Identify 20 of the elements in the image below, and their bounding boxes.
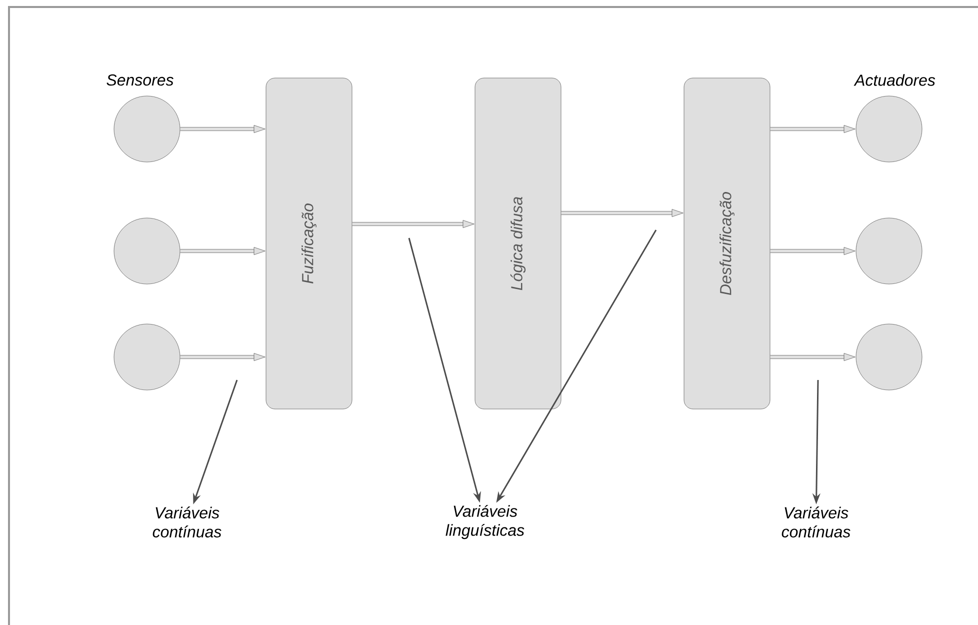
arrow [180, 353, 266, 361]
arrow [561, 209, 684, 217]
arrow [770, 125, 856, 133]
process-box: Desfuzificação [684, 78, 770, 410]
circle [114, 218, 180, 284]
arrow [180, 247, 266, 255]
arrow [770, 247, 856, 255]
arrow [770, 353, 856, 361]
variable-label: Variáveis linguísticas [446, 504, 524, 540]
arrow [180, 125, 266, 133]
arrow [352, 220, 474, 228]
circle [114, 96, 180, 162]
circle [856, 96, 922, 162]
process-box: Lógica difusa [474, 78, 562, 410]
variable-label: Variáveis contínuas [782, 506, 850, 538]
variable-label: Variáveis contínuas [152, 506, 222, 538]
circle [114, 324, 180, 390]
process-box: Fuzificação [266, 78, 352, 410]
circle [856, 324, 922, 390]
circle [856, 218, 922, 284]
